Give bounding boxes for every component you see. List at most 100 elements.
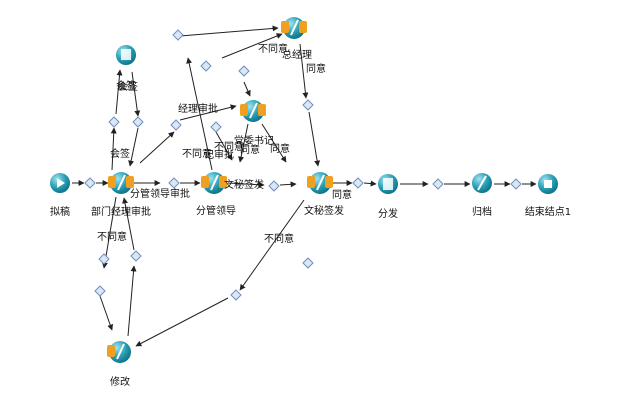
edge-gw-to-revise-b[interactable]: [135, 297, 229, 347]
approval-badge-icon: [201, 176, 209, 188]
edge-secretary-to-gw-revise[interactable]: [239, 199, 305, 291]
gateway[interactable]: [352, 177, 364, 189]
edge-label: 不同意: [97, 230, 127, 243]
node-label: 归档: [472, 205, 492, 218]
node-label: 会签: [116, 79, 136, 92]
edge-gm-to-gw[interactable]: [299, 43, 309, 99]
pen-icon: [117, 174, 126, 191]
edge-dept-to-gw-cs[interactable]: [110, 127, 117, 171]
gateway[interactable]: [268, 180, 280, 192]
pen-icon: [290, 19, 299, 36]
edge-revise-to-gw[interactable]: [127, 265, 137, 337]
edge-label: 会签: [118, 80, 138, 93]
gateway[interactable]: [432, 178, 444, 190]
gateway[interactable]: [302, 99, 314, 111]
edge-label: 不同意: [264, 232, 294, 245]
gateway[interactable]: [238, 65, 250, 77]
edge-label: 不同意: [182, 147, 212, 160]
node-label: 部门经理审批: [91, 205, 151, 218]
edge-gw-to-party-b[interactable]: [243, 81, 251, 97]
gateway[interactable]: [130, 250, 142, 262]
approval-badge-icon: [240, 104, 248, 116]
node-archive[interactable]: 归档: [472, 173, 492, 218]
edge-label: 总经理: [282, 48, 312, 61]
edge-label: 同意: [306, 62, 326, 75]
document-icon: [121, 49, 131, 60]
edge-label: 同意: [270, 142, 290, 155]
edges: [72, 25, 537, 347]
node-label: 结束结点1: [525, 205, 571, 218]
gateway[interactable]: [168, 177, 180, 189]
approval-badge-icon: [126, 176, 134, 188]
approval-badge-icon: [307, 176, 315, 188]
edge-gw-to-countersign[interactable]: [115, 69, 123, 115]
gateway[interactable]: [84, 177, 96, 189]
approval-badge-icon: [258, 104, 266, 116]
stop-icon: [544, 180, 552, 188]
gateway[interactable]: [510, 178, 522, 190]
gateway[interactable]: [230, 289, 242, 301]
edge-gw-to-distribute[interactable]: [363, 180, 377, 187]
edge-gw2-to-gm[interactable]: [221, 33, 283, 59]
node-label: 分管领导: [196, 204, 236, 217]
edge-label: 文秘签发: [224, 178, 264, 191]
play-icon: [57, 178, 65, 188]
edge-party-to-secretary[interactable]: [261, 123, 287, 163]
gateway[interactable]: [210, 121, 222, 133]
edge-labels: 会签 会签 经理审批 分管领导审批 不同意 不同意 不同意 不同意 不同意 同意…: [97, 42, 352, 245]
node-label: 修改: [110, 375, 130, 388]
node-secretary-signoff[interactable]: 文秘签发: [304, 172, 344, 217]
edge-label: 党委书记: [234, 134, 274, 147]
node-label: 分发: [378, 207, 398, 220]
node-division-leader[interactable]: 分管领导: [196, 172, 236, 217]
edge-leader-to-gw[interactable]: [227, 181, 265, 188]
edge-gw-to-revise[interactable]: [99, 295, 114, 331]
gateway[interactable]: [170, 119, 182, 131]
edge-gw-to-secretary-gm[interactable]: [308, 111, 321, 167]
pen-icon: [116, 343, 125, 360]
edge-gw-to-dept-revise[interactable]: [122, 197, 135, 251]
approval-badge-icon: [107, 345, 115, 357]
edge-gw-to-gw2[interactable]: [279, 181, 297, 188]
pen-icon: [249, 102, 258, 119]
gateway[interactable]: [108, 116, 120, 128]
node-label: 拟稿: [50, 205, 70, 218]
edge-label: 经理审批: [178, 102, 218, 115]
edge-leader-to-gw-top[interactable]: [186, 57, 213, 171]
node-party-secretary[interactable]: [240, 100, 266, 122]
gateway[interactable]: [172, 29, 184, 41]
pen-icon: [316, 174, 325, 191]
edge-label: 记审批: [204, 148, 234, 161]
node-general-manager[interactable]: [281, 17, 307, 39]
edge-gw-to-party[interactable]: [179, 104, 237, 121]
edge-label: 会签: [110, 147, 130, 160]
node-revise[interactable]: 修改: [107, 341, 131, 388]
edge-gw-to-gm[interactable]: [179, 25, 279, 37]
gateway[interactable]: [302, 257, 314, 269]
gateway[interactable]: [98, 253, 110, 265]
edge-gw-to-party-c[interactable]: [215, 131, 233, 161]
node-dept-manager[interactable]: 部门经理审批: [91, 172, 151, 218]
gateway[interactable]: [200, 60, 212, 72]
node-label: 文秘签发: [304, 204, 344, 217]
gateway[interactable]: [132, 116, 144, 128]
edge-label: 分管领导审批: [130, 187, 190, 200]
edge-countersign-to-gw[interactable]: [131, 71, 141, 117]
edge-party-to-leader[interactable]: [238, 123, 249, 163]
node-distribute[interactable]: 分发: [378, 174, 398, 220]
gateway[interactable]: [94, 285, 106, 297]
edge-label: 不同意: [214, 140, 244, 153]
edge-dept-to-gw-mgr[interactable]: [139, 131, 175, 164]
node-draft[interactable]: 拟稿: [50, 173, 70, 218]
pen-icon: [477, 175, 487, 191]
node-countersign[interactable]: 会签: [116, 45, 136, 92]
approval-badge-icon: [108, 176, 116, 188]
document-icon: [383, 178, 393, 190]
edge-label: 同意: [240, 143, 260, 156]
approval-badge-icon: [219, 176, 227, 188]
node-end[interactable]: 结束结点1: [525, 174, 571, 218]
pen-icon: [210, 174, 219, 191]
edge-gw-to-dept-back[interactable]: [128, 127, 139, 167]
